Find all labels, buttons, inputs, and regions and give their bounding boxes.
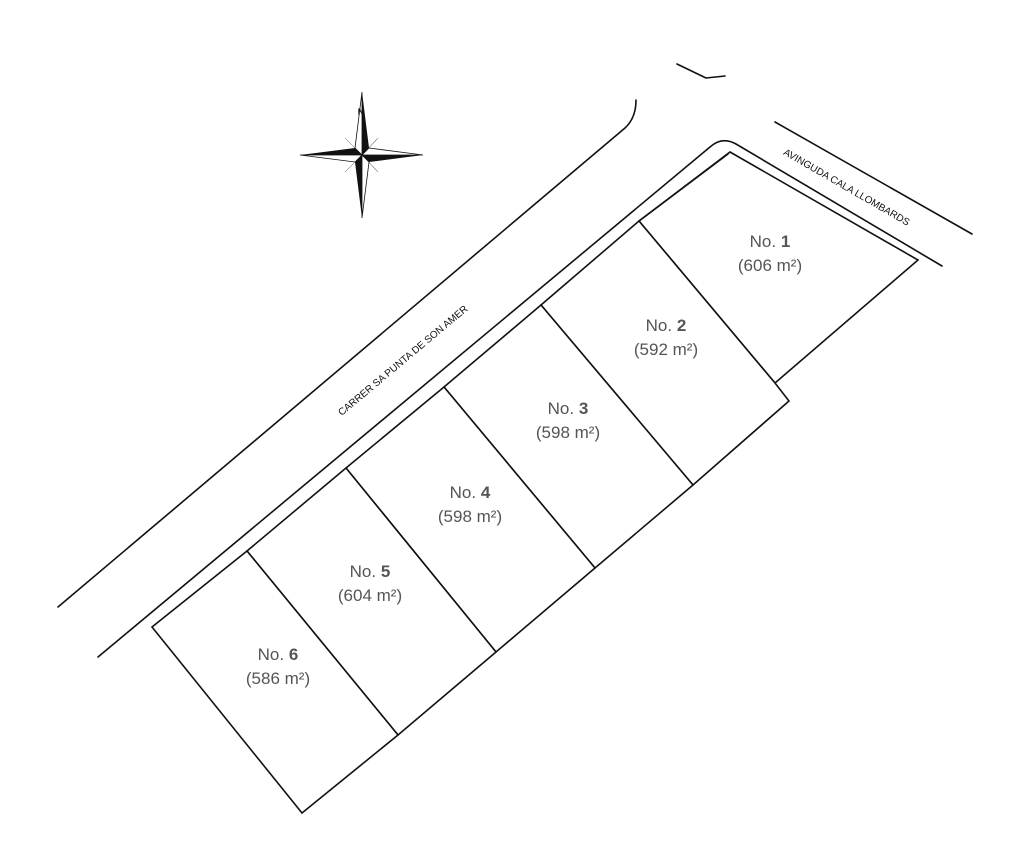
- plot-1-corner: [638, 153, 729, 222]
- plot-area: (598 m²): [536, 423, 600, 442]
- road-lines: [57, 63, 973, 658]
- plot-label-4: No. 4 (598 m²): [438, 483, 502, 526]
- plot-label-3: No. 3 (598 m²): [536, 399, 600, 442]
- compass-rose-icon: N: [299, 91, 424, 219]
- plot-label-2: No. 2 (592 m²): [634, 316, 698, 359]
- svg-text:No. 3: No. 3: [548, 399, 589, 418]
- plot-number: 5: [381, 562, 390, 581]
- plot-area: (604 m²): [338, 586, 402, 605]
- plot-number: 6: [289, 645, 298, 664]
- plot-area: (606 m²): [738, 256, 802, 275]
- north-label: N: [358, 107, 365, 117]
- plot-number: 4: [481, 483, 491, 502]
- plot-label-5: No. 5 (604 m²): [338, 562, 402, 605]
- plot-area: (586 m²): [246, 669, 310, 688]
- plots: [150, 151, 920, 815]
- road-edge-inner: [97, 139, 943, 658]
- plot-prefix: No.: [350, 562, 376, 581]
- road-edge-northwest: [57, 99, 637, 608]
- plot-area: (592 m²): [634, 340, 698, 359]
- plot-prefix: No.: [646, 316, 672, 335]
- plot-number: 3: [579, 399, 588, 418]
- plot-label-6: No. 6 (586 m²): [246, 645, 310, 688]
- plot-2[interactable]: [539, 219, 791, 487]
- svg-text:No. 5: No. 5: [350, 562, 391, 581]
- svg-text:No. 4: No. 4: [450, 483, 491, 502]
- plot-6[interactable]: [150, 549, 400, 815]
- plot-label-1: No. 1 (606 m²): [738, 232, 802, 275]
- plot-area: (598 m²): [438, 507, 502, 526]
- svg-text:No. 6: No. 6: [258, 645, 299, 664]
- plot-prefix: No.: [548, 399, 574, 418]
- plot-number: 2: [677, 316, 686, 335]
- plot-prefix: No.: [450, 483, 476, 502]
- plot-prefix: No.: [258, 645, 284, 664]
- road-edge-northeast: [774, 121, 973, 235]
- plot-prefix: No.: [750, 232, 776, 251]
- svg-text:No. 1: No. 1: [750, 232, 791, 251]
- road-edge-corner-top: [676, 63, 726, 79]
- plot-number: 1: [781, 232, 790, 251]
- svg-text:No. 2: No. 2: [646, 316, 687, 335]
